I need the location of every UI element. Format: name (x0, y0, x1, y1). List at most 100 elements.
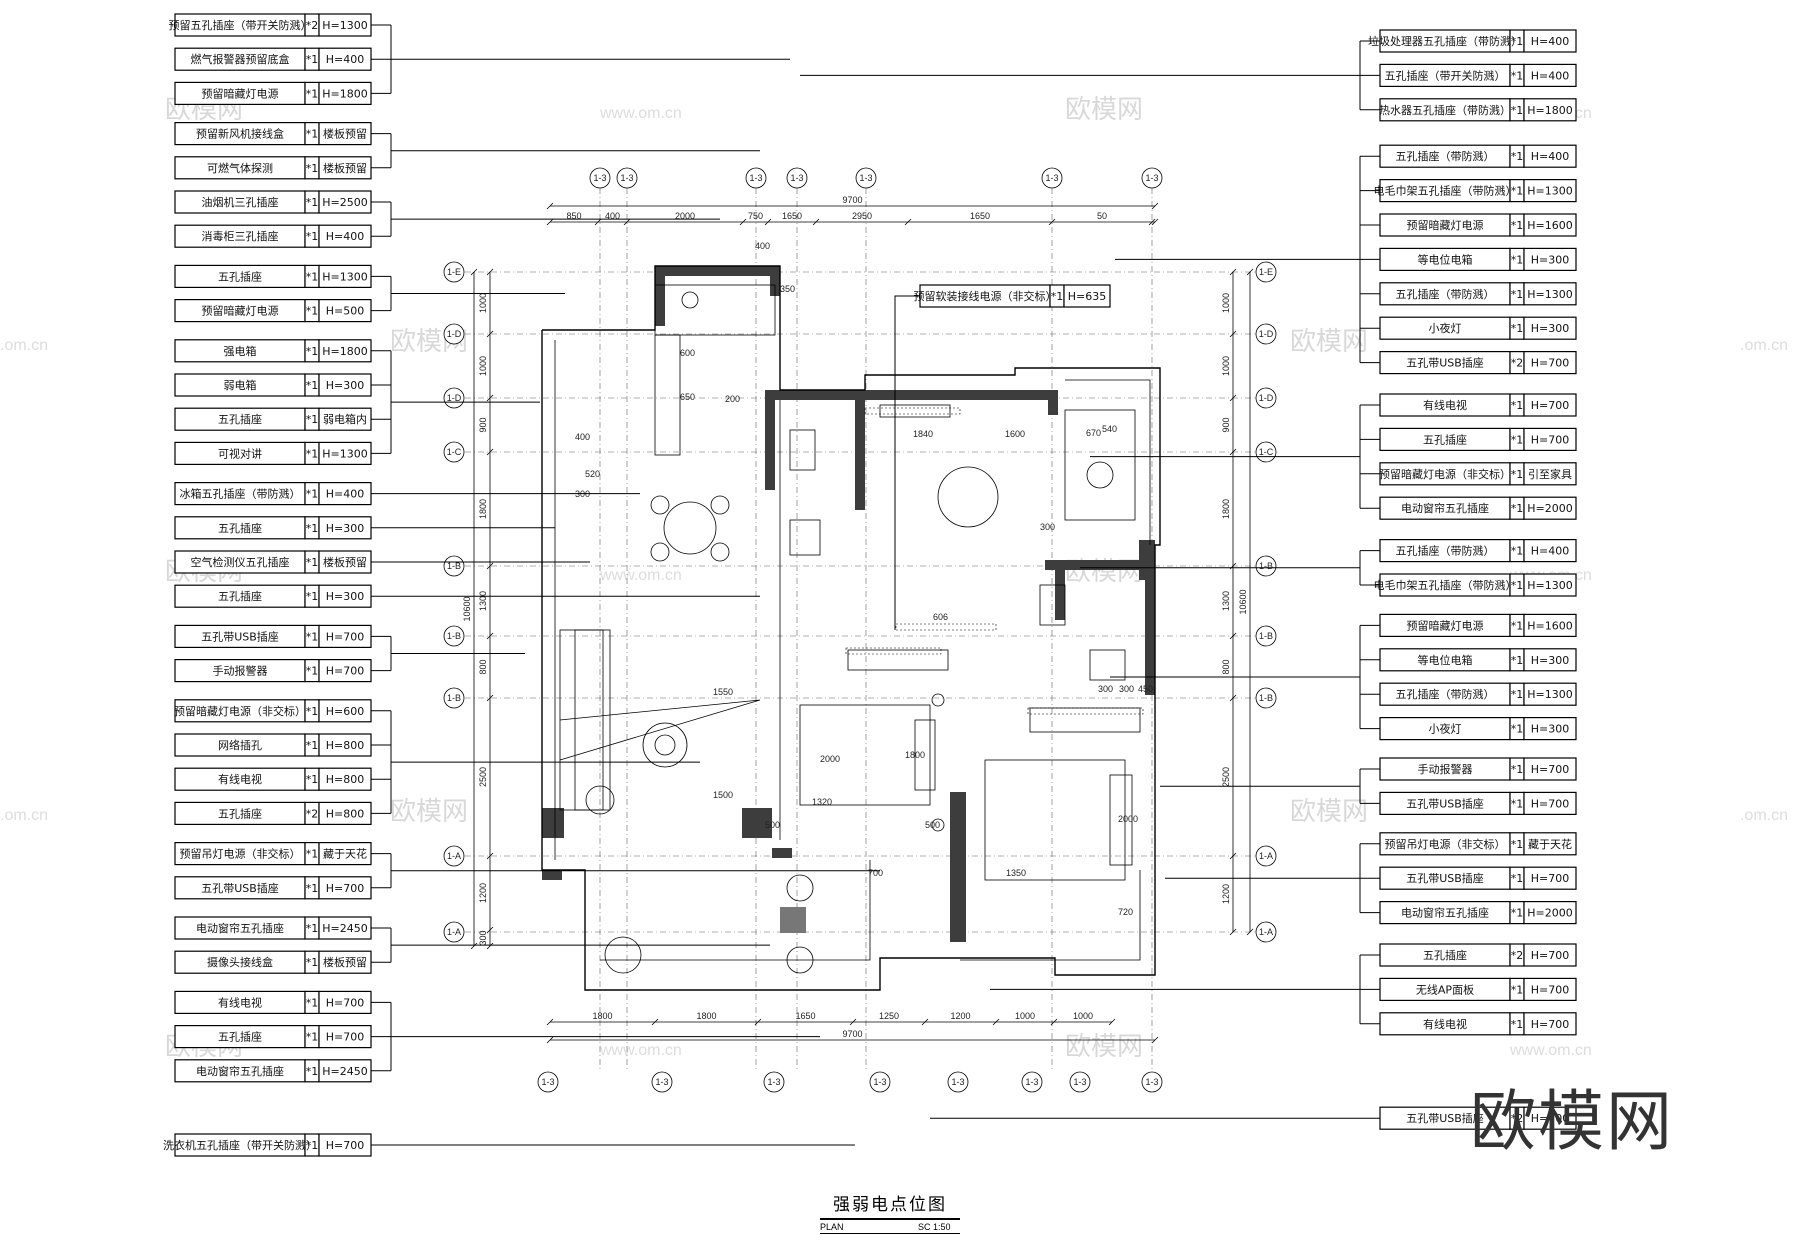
label-name: 油烟机三孔插座 (202, 195, 279, 209)
label-height: H=700 (1531, 763, 1569, 776)
watermark-text: 欧模网 (1290, 797, 1368, 827)
armchair (1086, 461, 1114, 489)
inner-dimension: 1320 (812, 797, 832, 807)
dim-right-total-value: 10600 (1238, 589, 1248, 614)
dim-right-tick (1229, 268, 1237, 276)
label-height: H=400 (326, 230, 364, 243)
label-qty: *1 (306, 705, 319, 718)
label-height-box (1523, 179, 1577, 203)
axis-bubble (1255, 845, 1277, 867)
label-height: 楼板预留 (323, 161, 367, 175)
dim-top-value: 750 (748, 211, 763, 221)
axis-bubble (443, 921, 465, 943)
label-qty: *1 (1511, 983, 1524, 996)
label-height: H=500 (326, 305, 364, 318)
label-name: 预留五孔插座（带开关防溅） (169, 18, 312, 32)
label-qty: *1 (306, 956, 319, 969)
watermark-url: www.om.cn (599, 105, 682, 122)
label-height-box (1523, 791, 1577, 816)
dim-left-tick (486, 632, 494, 640)
balcony-line (960, 870, 1141, 961)
label-name: 预留暗藏灯电源 (1407, 618, 1484, 632)
axis-tag: 1-3 (951, 1077, 964, 1087)
dim-top-tick (812, 218, 820, 226)
label-height-box (1523, 538, 1577, 563)
inner-dimension: 600 (680, 348, 695, 358)
dim-right-total-tick (1246, 928, 1254, 936)
label-qty: *1 (1511, 288, 1524, 301)
axis-bubble (1141, 1071, 1163, 1093)
scale-note: SC 1:50 (918, 1222, 951, 1232)
dim-bottom-total-value: 9700 (842, 1029, 862, 1039)
watermark-url: www.om.cn (599, 1042, 682, 1059)
dim-right-tick (1229, 632, 1237, 640)
inner-dimension: 1350 (1006, 868, 1026, 878)
dim-right-total-tick (1246, 268, 1254, 276)
dim-right-tick (1229, 852, 1237, 860)
wall-segment (542, 808, 564, 838)
label-height-box (1523, 213, 1577, 237)
label-height: H=400 (1531, 35, 1569, 48)
label-height: H=300 (1531, 322, 1569, 335)
label-height-box (1523, 316, 1577, 340)
label-name: 电动窗帘五孔插座 (196, 921, 284, 935)
label-height: H=300 (326, 379, 364, 392)
axis-tag: 1-3 (767, 1077, 780, 1087)
watermark-url: .om.cn (0, 337, 48, 354)
wall-segment (950, 792, 966, 942)
label-name: 电毛巾架五孔插座（带防溅） (1374, 578, 1517, 592)
wall-segment (772, 848, 792, 858)
label-height: H=300 (326, 590, 364, 603)
label-name: 预留暗藏灯电源 (202, 304, 279, 318)
inner-dimension: 200 (725, 394, 740, 404)
brand-logo-text: 欧模网 (1470, 1083, 1674, 1160)
inner-dimension: 1800 (905, 750, 925, 760)
label-name: 空气检测仪五孔插座 (191, 555, 290, 569)
label-height: 弱电箱内 (323, 412, 367, 426)
axis-bubble (1255, 387, 1277, 409)
leader-line (894, 295, 920, 630)
label-name: 五孔插座（带防溅） (1396, 149, 1495, 163)
label-name: 五孔插座（带防溅） (1396, 544, 1495, 558)
label-name: 预留吊灯电源（非交标） (1385, 837, 1506, 851)
dim-left-tick (486, 394, 494, 402)
label-qty: *2 (306, 807, 319, 820)
label-height: H=700 (1531, 983, 1569, 996)
label-qty: *1 (1511, 502, 1524, 515)
watermark-text: 欧模网 (390, 797, 468, 827)
inner-dimension: 400 (755, 241, 770, 251)
label-qty: *1 (1511, 579, 1524, 592)
label-qty: *1 (1511, 872, 1524, 885)
label-height: H=700 (1531, 872, 1569, 885)
axis-tag: 1-A (447, 851, 461, 861)
watermark-url: www.om.cn (599, 567, 682, 584)
dim-left-tick (486, 694, 494, 702)
drawing-title: 强弱电点位图 (833, 1195, 947, 1215)
wall-segment (1145, 680, 1155, 695)
title-underline (820, 1218, 960, 1220)
axis-bubble (443, 625, 465, 647)
dim-top-value: 50 (1097, 211, 1107, 221)
label-name: 可视对讲 (218, 446, 262, 460)
label-height: H=700 (1531, 357, 1569, 370)
dim-top-tick (904, 218, 912, 226)
label-name: 手动报警器 (1418, 762, 1473, 776)
toilet (1039, 584, 1066, 626)
wardrobe (1029, 707, 1141, 733)
dim-right-value: 2500 (1221, 767, 1231, 787)
axis-tag: 1-B (1259, 561, 1273, 571)
label-qty: *2 (1511, 949, 1524, 962)
inner-dimension: 2000 (820, 754, 840, 764)
label-qty: *1 (306, 379, 319, 392)
label-name: 预留吊灯电源（非交标） (180, 847, 301, 861)
label-height: H=1300 (322, 270, 367, 283)
